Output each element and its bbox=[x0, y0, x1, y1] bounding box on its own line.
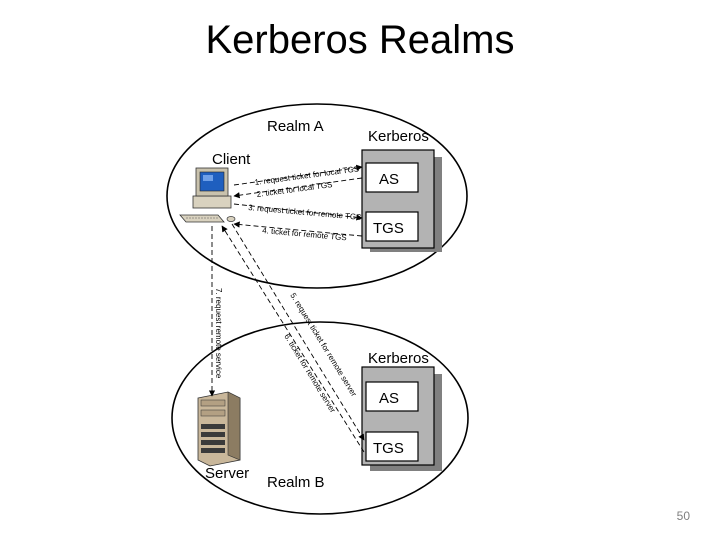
message-2-arrow bbox=[233, 177, 363, 199]
message-4-label: 4. ticket for remote TGS bbox=[262, 226, 347, 242]
server-label: Server bbox=[205, 465, 249, 482]
server-tower-icon bbox=[197, 391, 241, 467]
page-number: 50 bbox=[676, 509, 690, 523]
message-4-arrow bbox=[233, 221, 363, 237]
realm-a-kerberos-server: AS TGS bbox=[361, 149, 442, 252]
message-3-arrow bbox=[233, 203, 363, 221]
realm-b-tgs-label: TGS bbox=[373, 440, 404, 457]
realm-b-kerberos-server: AS TGS bbox=[361, 366, 442, 471]
message-7-label: 7. request remote service bbox=[214, 288, 223, 379]
message-3-label: 3. request ticket for remote TGS bbox=[248, 203, 362, 222]
realm-a-ellipse bbox=[166, 103, 468, 289]
realm-b-ellipse bbox=[171, 321, 469, 515]
realm-a-kerberos-label: Kerberos bbox=[368, 128, 429, 145]
realm-b-as-label: AS bbox=[379, 390, 399, 407]
message-5-label: 5. request ticket for remote server bbox=[288, 291, 358, 398]
message-1-arrow bbox=[233, 164, 363, 186]
realm-a-as-label: AS bbox=[379, 171, 399, 188]
realm-a-tgs-label: TGS bbox=[373, 220, 404, 237]
message-6-arrow bbox=[221, 225, 365, 453]
client-label: Client bbox=[212, 151, 251, 168]
slide-title: Kerberos Realms bbox=[205, 18, 515, 62]
message-5-arrow bbox=[231, 223, 365, 441]
realm-b-label: Realm B bbox=[267, 474, 325, 491]
client-computer-icon bbox=[179, 167, 236, 223]
realm-a-label: Realm A bbox=[267, 118, 324, 135]
realm-b-kerberos-label: Kerberos bbox=[368, 350, 429, 367]
